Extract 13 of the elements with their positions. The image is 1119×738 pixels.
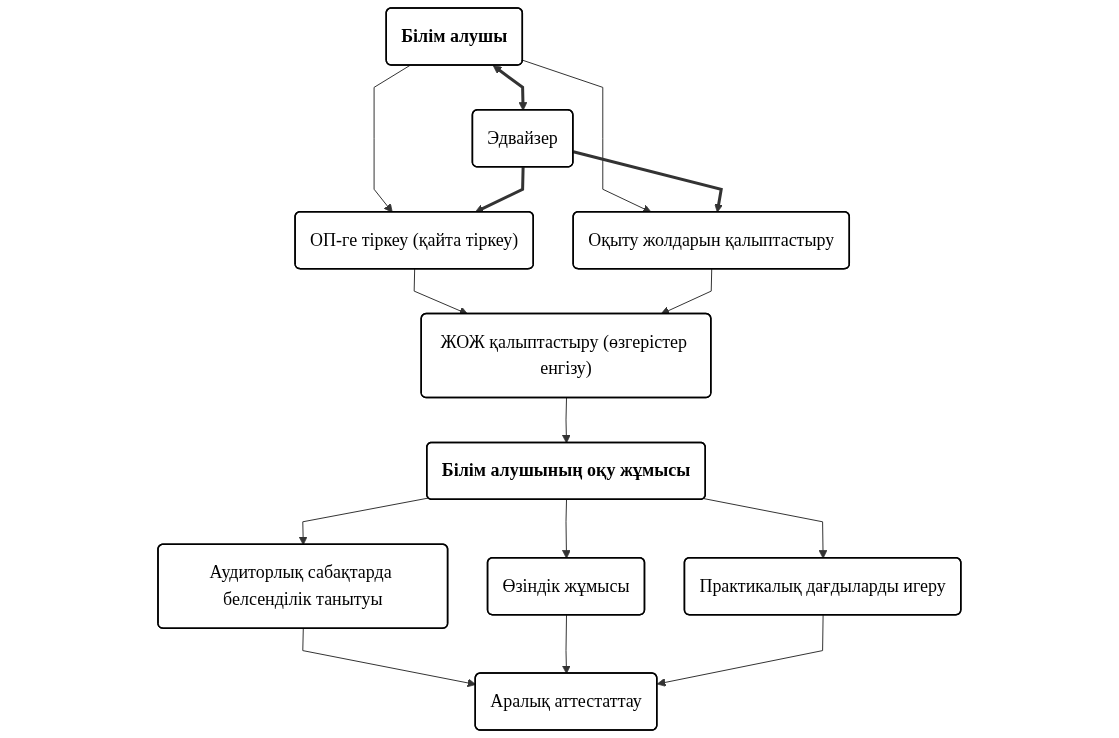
arrow <box>373 64 411 213</box>
arrow <box>475 167 525 213</box>
arrow <box>493 65 528 111</box>
arrow <box>298 497 430 546</box>
arrow <box>657 614 824 687</box>
arrow <box>562 397 571 444</box>
arrow <box>703 498 828 559</box>
arrow <box>413 268 469 315</box>
arrow <box>522 59 652 213</box>
arrow <box>562 499 571 559</box>
arrow <box>562 614 571 674</box>
arrow <box>660 268 713 315</box>
arrow <box>573 150 724 213</box>
